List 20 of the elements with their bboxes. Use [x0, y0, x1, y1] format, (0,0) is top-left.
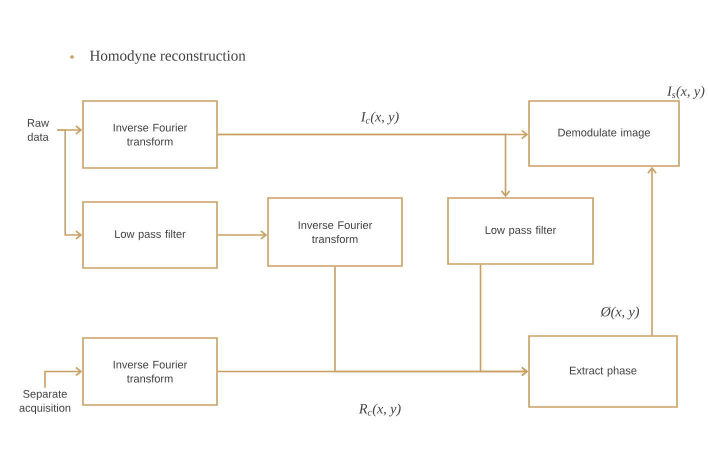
arrow: [480, 264, 528, 376]
signal-label: I$_{s}$(x, y): [667, 86, 704, 99]
edge-label: I$_{c}$(x, y): [360, 112, 399, 124]
arrow: [57, 129, 82, 240]
arrow: [44, 366, 82, 388]
edge-label: Ø(x, y): [600, 306, 640, 320]
process-box: Low pass filter: [82, 201, 218, 269]
process-box: Low pass filter: [447, 197, 594, 265]
input-label: Raw data: [28, 119, 50, 141]
process-box: Inverse Fourier transform: [82, 100, 218, 169]
process-box: Inverse Fourier transform: [267, 197, 403, 267]
title: Homodyne reconstruction: [90, 50, 246, 64]
process-box: Inverse Fourier transform: [82, 337, 218, 406]
arrow: [218, 230, 268, 240]
process-box: Demodulate image: [528, 100, 680, 167]
arrow: [647, 166, 657, 336]
arrow: [218, 134, 510, 198]
input-label: Separate acquisition: [19, 390, 70, 414]
process-box: Extract phase: [528, 335, 678, 408]
edge-label: R$_{c}$(x, y): [358, 404, 401, 416]
